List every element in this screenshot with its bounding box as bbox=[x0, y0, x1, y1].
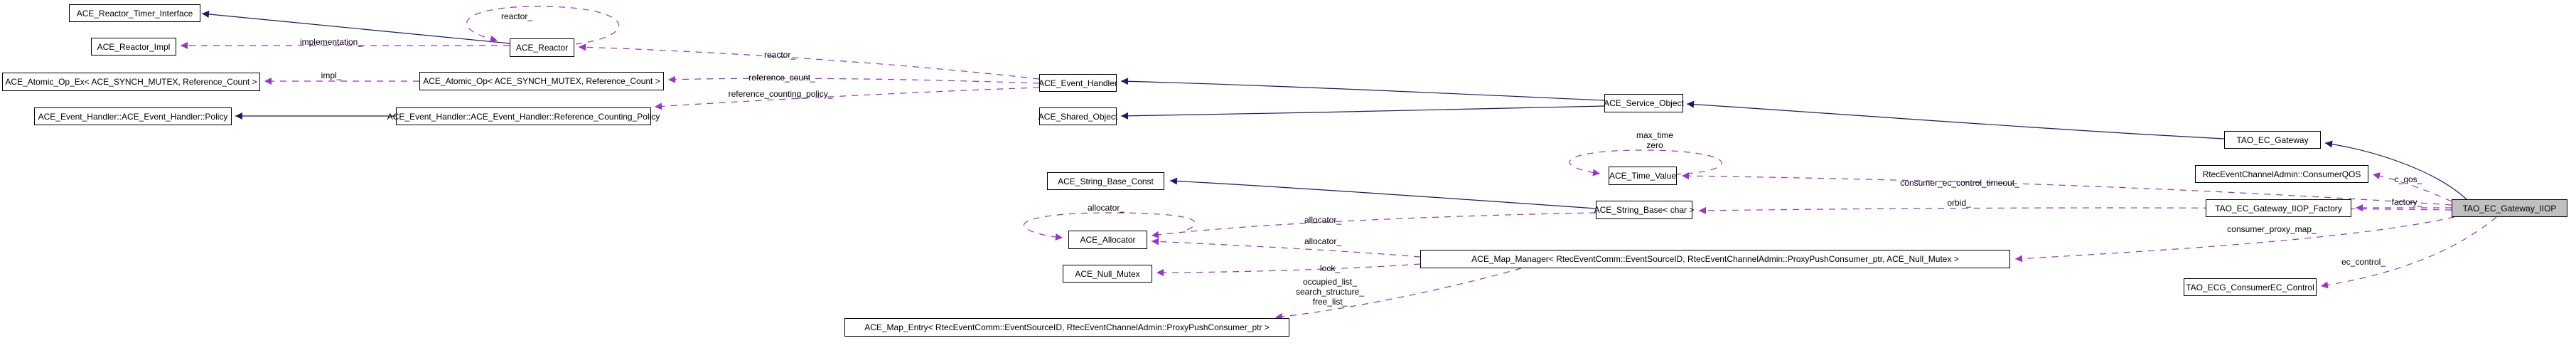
class-node-ace-map-entry[interactable]: ACE_Map_Entry< RtecEventComm::EventSourc… bbox=[844, 318, 1289, 337]
edge-label: implementation_ bbox=[299, 37, 363, 47]
edge-label: lock_ bbox=[1319, 263, 1341, 273]
edge-use-map-lists bbox=[1274, 268, 1522, 320]
edge-use-reference-count bbox=[667, 75, 1040, 84]
class-node-ace-null-mutex[interactable]: ACE_Null_Mutex bbox=[1063, 265, 1152, 283]
edge-label: reference_count_ bbox=[748, 73, 815, 83]
class-node-ace-event-handler-ref-counting-policy[interactable]: ACE_Event_Handler::ACE_Event_Handler::Re… bbox=[387, 107, 660, 125]
class-node-ace-string-base-char[interactable]: ACE_String_Base< char > bbox=[1594, 201, 1694, 219]
edge-use-allocator-from-map bbox=[1151, 238, 1421, 258]
class-node-tao-ec-gateway-iiop[interactable]: TAO_EC_Gateway_IIOP bbox=[2452, 199, 2567, 217]
class-node-ace-service-object[interactable]: ACE_Service_Object bbox=[1604, 94, 1684, 112]
edge-label: max_time bbox=[1636, 130, 1674, 140]
edge-use-reference-counting-policy bbox=[654, 87, 1040, 110]
edge-self-loop-time-value bbox=[1569, 149, 1722, 176]
class-node-tao-ec-gateway[interactable]: TAO_EC_Gateway bbox=[2224, 131, 2321, 149]
edge-label: factory_ bbox=[2391, 197, 2422, 207]
edge-inh-iiop-to-gateway bbox=[2324, 140, 2467, 200]
edge-label: zero bbox=[1646, 140, 1663, 150]
edge-use-ec-control bbox=[2320, 216, 2497, 289]
edge-inh-gateway-to-service bbox=[1686, 100, 2225, 139]
class-node-tao-ecg-consumerec-control[interactable]: TAO_ECG_ConsumerEC_Control bbox=[2184, 278, 2317, 296]
class-node-ace-event-handler-policy[interactable]: ACE_Event_Handler::ACE_Event_Handler::Po… bbox=[34, 107, 232, 125]
edge-use-lock bbox=[1156, 263, 1421, 276]
edge-inh-service-to-eventhandler bbox=[1120, 78, 1605, 101]
edge-label: consumer_proxy_map_ bbox=[2227, 224, 2317, 234]
edge-use-cqos bbox=[2372, 172, 2452, 202]
edge-label: impl_ bbox=[321, 70, 342, 80]
edge-label: occupied_list_ bbox=[1302, 277, 1358, 287]
edge-inh-reactor-to-timer bbox=[201, 10, 510, 44]
edge-label: orbid_ bbox=[1947, 198, 1971, 208]
edge-inh-stringbase-to-stringbaseconst bbox=[1169, 177, 1596, 209]
edge-label: reference_counting_policy_ bbox=[728, 89, 833, 99]
edge-label: allocator_ bbox=[1304, 215, 1342, 225]
class-node-ace-event-handler[interactable]: ACE_Event_Handler bbox=[1039, 74, 1117, 92]
class-node-ace-reactor-timer-interface[interactable]: ACE_Reactor_Timer_Interface bbox=[69, 4, 200, 22]
class-node-ace-time-value[interactable]: ACE_Time_Value bbox=[1609, 167, 1677, 185]
class-node-ace-reactor[interactable]: ACE_Reactor bbox=[510, 38, 574, 57]
edge-use-consumer-ec-control-timeout bbox=[1681, 172, 2452, 206]
class-node-ace-map-manager[interactable]: ACE_Map_Manager< RtecEventComm::EventSou… bbox=[1420, 250, 2010, 268]
edge-self-loop-reactor bbox=[466, 6, 620, 45]
edge-label: ec_control_ bbox=[2341, 257, 2386, 267]
edge-label: allocator_ bbox=[1304, 236, 1342, 246]
class-node-ace-shared-object[interactable]: ACE_Shared_Object bbox=[1039, 107, 1117, 125]
class-node-ace-allocator[interactable]: ACE_Allocator bbox=[1068, 231, 1147, 249]
edge-label: allocator_ bbox=[1087, 203, 1125, 213]
class-node-ace-atomic-op[interactable]: ACE_Atomic_Op< ACE_SYNCH_MUTEX, Referenc… bbox=[419, 72, 664, 90]
class-node-tao-ec-gateway-iiop-factory[interactable]: TAO_EC_Gateway_IIOP_Factory bbox=[2206, 199, 2351, 217]
class-node-ace-string-base-const[interactable]: ACE_String_Base_Const bbox=[1047, 172, 1164, 190]
class-node-ace-reactor-impl[interactable]: ACE_Reactor_Impl bbox=[91, 38, 176, 56]
edge-label: search_structure_ bbox=[1295, 287, 1365, 297]
edge-inh-service-to-sharedobject bbox=[1120, 105, 1605, 120]
edge-label: reactor_ bbox=[500, 11, 533, 21]
edge-label: free_list_ bbox=[1312, 297, 1348, 307]
edge-use-consumer-proxy-map bbox=[2014, 216, 2455, 263]
edge-label: c_qos_ bbox=[2394, 174, 2422, 184]
class-node-rtec-consumer-qos[interactable]: RtecEventChannelAdmin::ConsumerQOS bbox=[2195, 165, 2368, 183]
edge-use-allocator-from-string bbox=[1151, 212, 1596, 238]
edge-label: reactor_ bbox=[763, 50, 796, 60]
class-node-ace-atomic-op-ex[interactable]: ACE_Atomic_Op_Ex< ACE_SYNCH_MUTEX, Refer… bbox=[2, 73, 260, 91]
edge-use-reactor bbox=[578, 43, 1040, 80]
edge-label: consumer_ec_control_timeout_ bbox=[1900, 178, 2019, 188]
